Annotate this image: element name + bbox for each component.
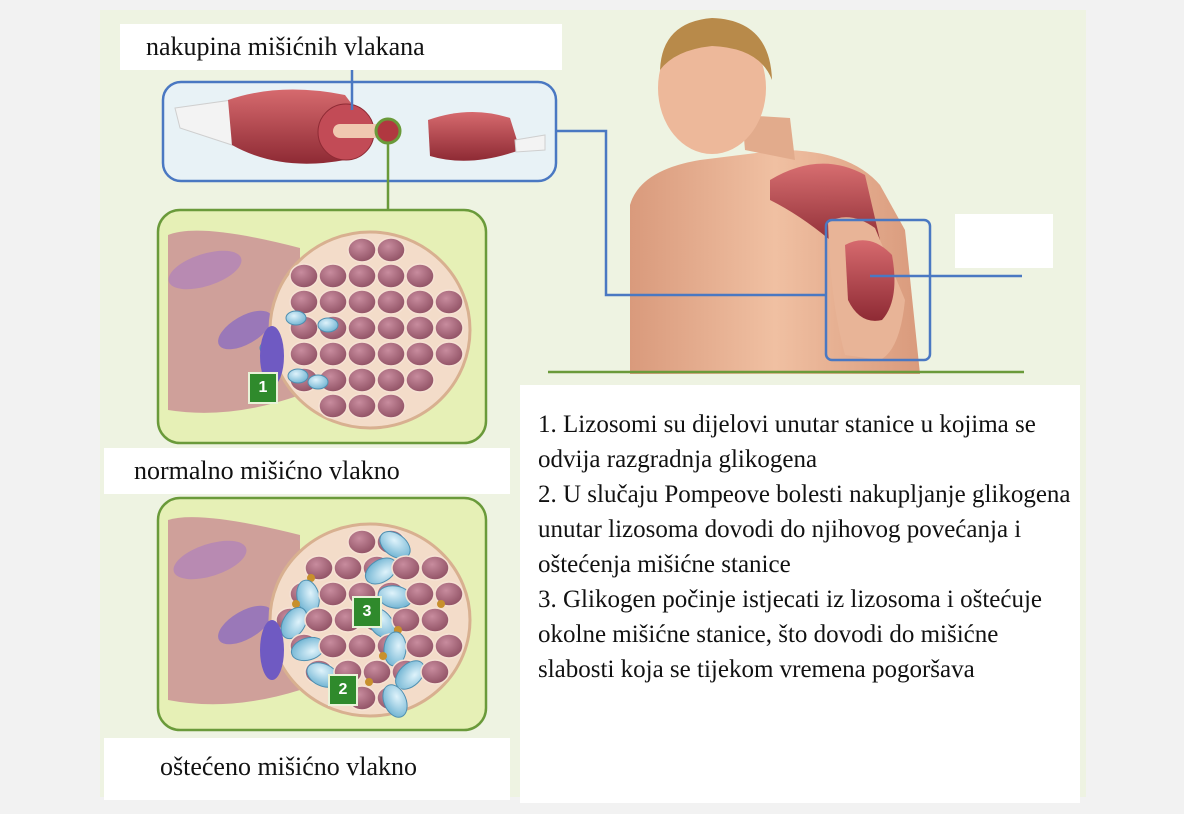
human-figure (630, 18, 920, 374)
glycogen-leak (437, 600, 445, 608)
normal-fiber-box (158, 210, 486, 443)
label-fiber-bundle: nakupina mišićnih vlakana (146, 32, 425, 62)
muscle-cell (406, 634, 434, 658)
badge-lysosome-1: 1 (248, 372, 278, 404)
muscle-cell (406, 264, 434, 288)
glycogen-leak (365, 678, 373, 686)
muscle-cell (421, 660, 449, 684)
glycogen-leak (379, 652, 387, 660)
description-item-3: 3. Glikogen počinje istjecati iz lizosom… (538, 582, 1078, 687)
lysosome (288, 369, 308, 383)
muscle-cell (435, 290, 463, 314)
muscle-cell (348, 238, 376, 262)
muscle-cell (290, 342, 318, 366)
muscle-cell (392, 556, 420, 580)
muscle-cell (377, 316, 405, 340)
muscle-cell (377, 264, 405, 288)
damaged-fiber-box (158, 498, 486, 730)
description-item-2: 2. U slučaju Pompeove bolesti nakupljanj… (538, 477, 1078, 582)
muscle-cell (348, 342, 376, 366)
lysosome (308, 375, 328, 389)
glycogen-leak (292, 600, 300, 608)
lysosome (286, 311, 306, 325)
lysosome (318, 318, 338, 332)
description-box: 1. Lizosomi su dijelovi unutar stanice u… (520, 385, 1080, 803)
label-damaged-fiber: oštećeno mišićno vlakno (160, 752, 417, 782)
muscle-cell (348, 316, 376, 340)
label-normal-fiber: normalno mišićno vlakno (134, 456, 400, 486)
muscle-cell (319, 582, 347, 606)
badge-lysosome-2: 2 (328, 674, 358, 706)
muscle-cell (377, 342, 405, 366)
description-item-1: 1. Lizosomi su dijelovi unutar stanice u… (538, 407, 1078, 477)
muscle-cell (406, 290, 434, 314)
muscle-cell (290, 290, 318, 314)
muscle-cell (348, 264, 376, 288)
muscle-cell (290, 264, 318, 288)
muscle-cell (305, 608, 333, 632)
muscle-cell (421, 556, 449, 580)
muscle-cell (334, 556, 362, 580)
muscle-cell (435, 342, 463, 366)
muscle-cell (406, 582, 434, 606)
muscle-cell (319, 342, 347, 366)
muscle-cell (348, 634, 376, 658)
muscle-cell (377, 290, 405, 314)
muscle-cell (348, 290, 376, 314)
badge-lysosome-3: 3 (352, 596, 382, 628)
muscle-cell (319, 394, 347, 418)
muscle-cell (319, 290, 347, 314)
muscle-cell (348, 368, 376, 392)
muscle-cell (319, 634, 347, 658)
muscle-cell (406, 342, 434, 366)
muscle-cell (377, 368, 405, 392)
muscle-cell (435, 634, 463, 658)
muscle-cell (348, 394, 376, 418)
blank-label-box (955, 214, 1053, 268)
muscle-cell (435, 316, 463, 340)
muscle-cell (406, 368, 434, 392)
muscle-cell (406, 316, 434, 340)
muscle-cell (421, 608, 449, 632)
muscle-cell (348, 530, 376, 554)
muscle-cell (377, 394, 405, 418)
muscle-cell (377, 238, 405, 262)
muscle-cell (319, 264, 347, 288)
